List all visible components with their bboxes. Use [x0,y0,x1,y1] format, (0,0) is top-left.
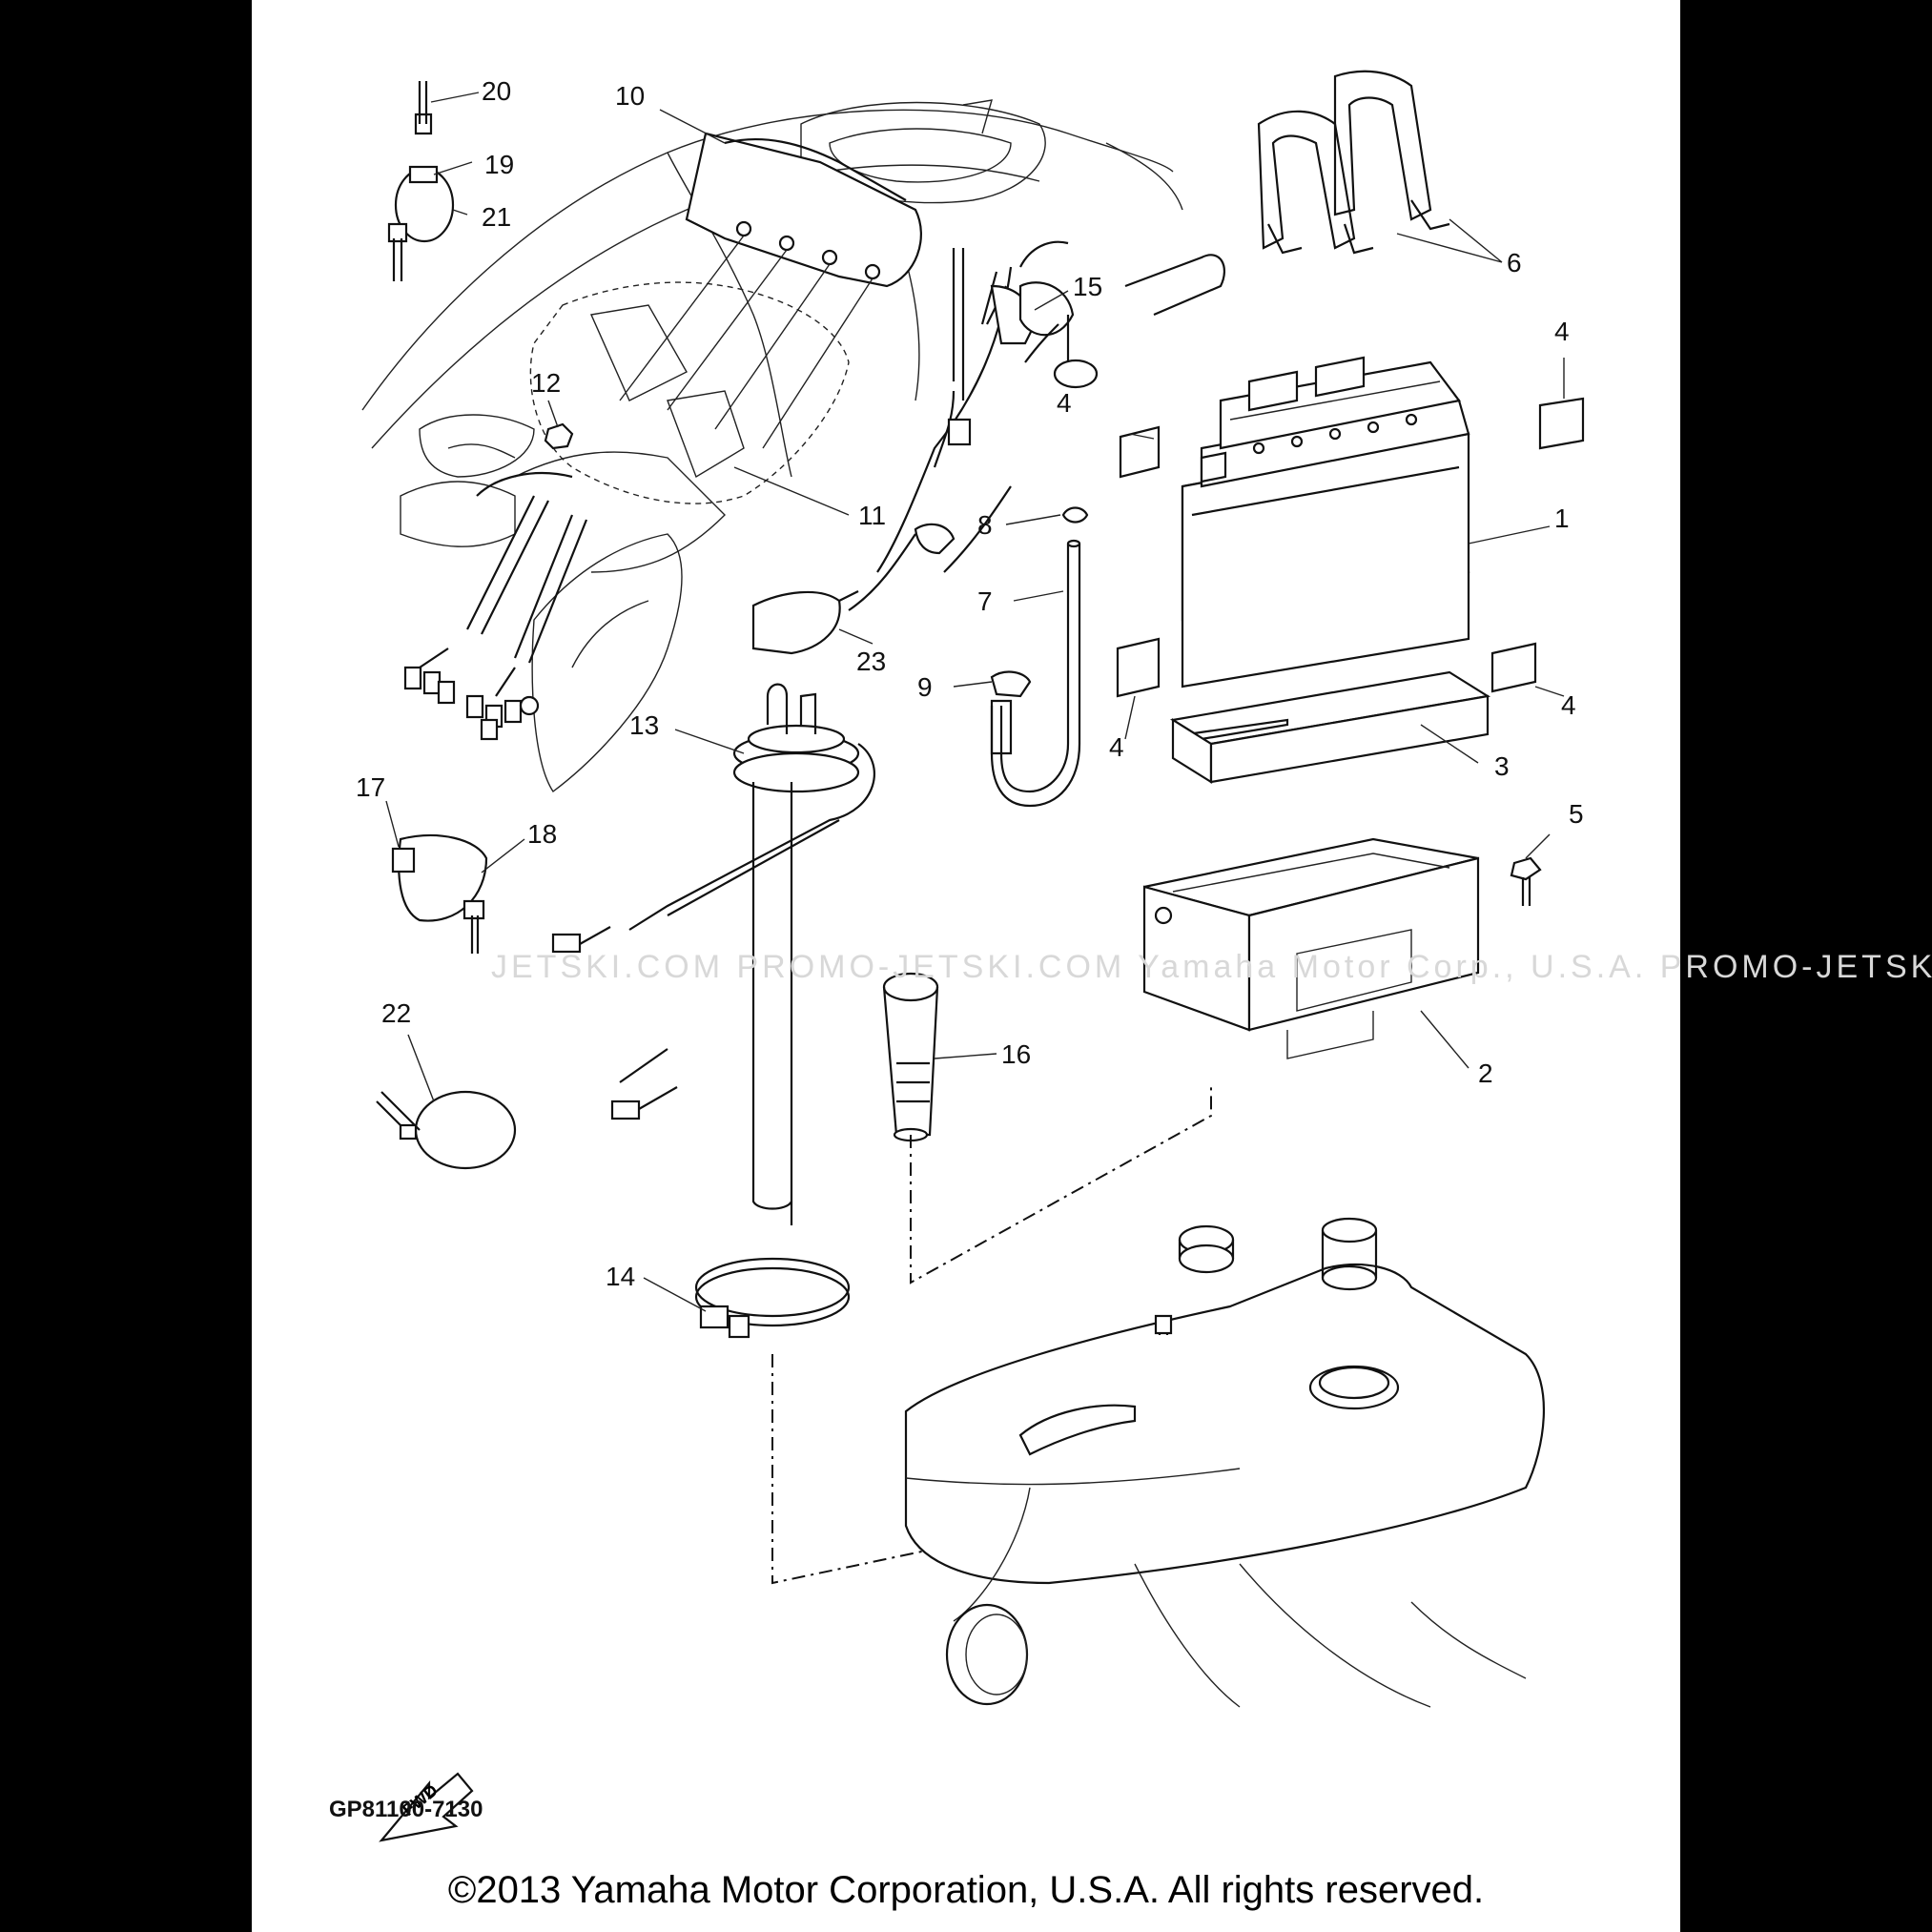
callout-4-bottom-left: 4 [1109,732,1124,762]
clip-group-19-21 [387,81,455,281]
callout-1: 1 [1554,504,1570,533]
callout-numbers: 1 2 3 4 4 4 4 5 6 7 8 9 10 11 12 13 14 1… [356,76,1584,1291]
callout-12: 12 [531,368,561,398]
callout-9: 9 [917,672,933,702]
fuel-sender-13 [551,683,875,1225]
hull-outline [361,99,1183,793]
bolt-5 [1510,856,1542,906]
callout-17: 17 [356,772,385,802]
callout-23: 23 [856,647,886,676]
callout-19: 19 [484,150,514,179]
callout-16: 16 [1001,1039,1031,1069]
drawing-code: GP81100-7130 [329,1797,483,1822]
vent-hose-7-9 [990,506,1089,808]
battery-1 [1181,356,1470,689]
callout-22: 22 [381,998,411,1028]
callout-18: 18 [527,819,557,849]
wire-harness [403,495,588,741]
callout-4-top-left: 4 [1057,388,1072,418]
callout-4-top-right: 4 [1554,317,1570,346]
callout-11: 11 [858,501,886,530]
labels-4 [1116,397,1585,698]
battery-straps-6 [1257,70,1450,255]
cable-tie-22 [376,1090,517,1170]
band-17-18 [391,833,488,954]
leader-lines [385,92,1565,1312]
meter-assembly [476,132,922,504]
callout-14: 14 [606,1262,635,1291]
callout-21: 21 [482,202,511,232]
callout-3: 3 [1494,751,1510,781]
callout-5: 5 [1569,799,1584,829]
fuel-plug-16 [882,972,1212,1285]
battery-box-2 [1142,837,1480,1059]
callout-8: 8 [977,510,993,540]
callout-13: 13 [629,710,659,740]
fuel-tank [904,1217,1546,1708]
callout-20: 20 [482,76,511,106]
callout-7: 7 [977,586,993,616]
callout-4-bottom-right: 4 [1561,690,1576,720]
copyright-notice: ©2013 Yamaha Motor Corporation, U.S.A. A… [447,1869,1485,1911]
watermark-text: JETSKI.COM PROMO-JETSKI.COM Yamaha Motor… [491,949,1932,985]
battery-tray-3 [1169,670,1491,784]
callout-10: 10 [615,81,645,111]
callout-15: 15 [1073,272,1102,301]
nut-12 [544,422,574,450]
callout-2: 2 [1478,1058,1493,1088]
callout-6: 6 [1507,248,1522,277]
